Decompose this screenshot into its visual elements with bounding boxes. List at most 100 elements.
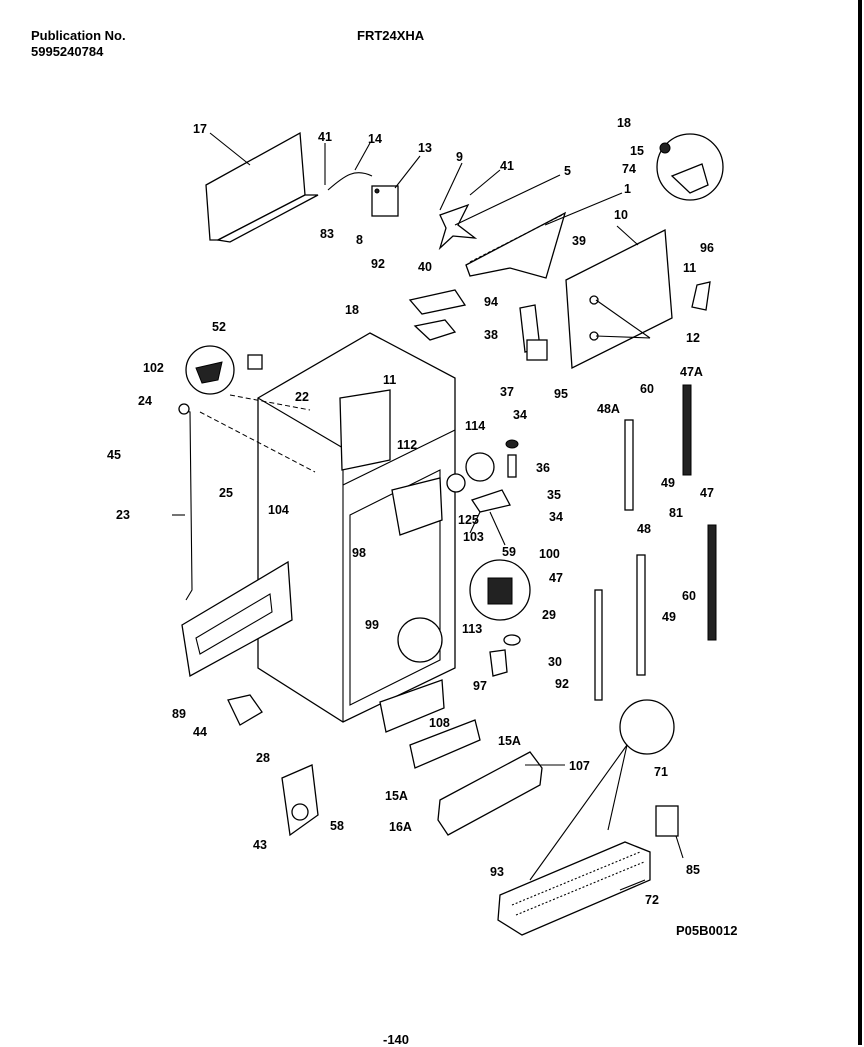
callout-c112: 112 — [397, 438, 417, 452]
callout-c5: 5 — [564, 164, 571, 178]
page-number-fragment: -140 — [383, 1032, 410, 1047]
leader-13 — [394, 155, 421, 189]
leader-72 — [619, 879, 646, 891]
callout-c113: 113 — [462, 622, 482, 636]
part-13-screw — [374, 188, 380, 194]
callout-c59: 59 — [502, 545, 516, 559]
part-89-cover — [181, 560, 293, 678]
callout-c29: 29 — [542, 608, 556, 622]
part-35-bracket — [470, 489, 511, 513]
callout-c23: 23 — [116, 508, 130, 522]
part-48-trim — [636, 554, 646, 676]
leader-9 — [439, 162, 463, 211]
part-47-trim-b — [594, 589, 603, 701]
callout-c49a: 49 — [661, 476, 675, 490]
callout-c52: 52 — [212, 320, 226, 334]
part-72-grille — [497, 841, 651, 936]
callout-c15Aa: 15A — [498, 734, 521, 748]
part-5-fins — [469, 214, 563, 263]
part-44 — [227, 694, 263, 726]
part-23-rod — [179, 409, 193, 601]
callout-c15: 15 — [630, 144, 644, 158]
part-43-wheel — [291, 803, 309, 821]
part-14-tube — [327, 172, 373, 191]
part-108-frame — [409, 719, 481, 769]
part-72-slots-b — [515, 861, 645, 916]
assembly-line-hinge — [199, 411, 316, 473]
callout-c10: 10 — [614, 208, 628, 222]
part-48A-trim — [624, 419, 634, 511]
callout-c47A: 47A — [680, 365, 703, 379]
callout-c39: 39 — [572, 234, 586, 248]
callout-c36: 36 — [536, 461, 550, 475]
part-74-light-shield — [670, 163, 709, 194]
leader-12a — [595, 299, 651, 339]
leader-41b — [469, 169, 501, 196]
part-72-slots — [511, 851, 641, 906]
callout-c22: 22 — [295, 390, 309, 404]
callout-c14: 14 — [368, 132, 382, 146]
callout-c125: 125 — [458, 513, 479, 527]
part-5-evaporator — [465, 211, 567, 279]
callout-c99: 99 — [365, 618, 379, 632]
callout-c15Ab: 15A — [385, 789, 408, 803]
callout-c93: 93 — [490, 865, 504, 879]
part-cabinet-liner — [257, 332, 456, 723]
callout-c85: 85 — [686, 863, 700, 877]
callout-c25: 25 — [219, 486, 233, 500]
callout-c98: 98 — [352, 546, 366, 560]
callout-c103: 103 — [463, 530, 484, 544]
callout-c13: 13 — [418, 141, 432, 155]
callout-c35: 35 — [547, 488, 561, 502]
part-34-washer — [505, 439, 519, 449]
part-9-fan — [438, 203, 478, 251]
callout-c34b: 34 — [549, 510, 563, 524]
callout-c71: 71 — [654, 765, 668, 779]
callout-c17: 17 — [193, 122, 207, 136]
callout-c102: 102 — [143, 361, 164, 375]
part-85 — [655, 805, 679, 837]
callout-c34a: 34 — [513, 408, 527, 422]
callout-c97: 97 — [473, 679, 487, 693]
callout-c114: 114 — [465, 419, 485, 433]
leader-14 — [354, 142, 371, 171]
figure-code: P05B0012 — [676, 923, 738, 938]
callout-c18b: 18 — [345, 303, 359, 317]
callout-c96: 96 — [700, 241, 714, 255]
callout-c1: 1 — [624, 182, 631, 196]
callout-c18a: 18 — [617, 116, 631, 130]
callout-c107: 107 — [569, 759, 590, 773]
part-47A-trim — [682, 384, 692, 476]
callout-c81: 81 — [669, 506, 683, 520]
callout-c24: 24 — [138, 394, 152, 408]
part-36-pin — [507, 454, 517, 478]
callout-c47a: 47 — [700, 486, 714, 500]
part-16-bulb — [659, 142, 671, 154]
leader-12b — [595, 335, 651, 339]
part-102-hinge — [195, 361, 223, 384]
callout-c30: 30 — [548, 655, 562, 669]
part-100-switch — [487, 577, 513, 605]
model-number: FRT24XHA — [357, 28, 425, 43]
leader-17 — [209, 132, 251, 166]
detail-circle-114 — [465, 452, 495, 482]
part-43-roller — [281, 764, 319, 837]
part-47-trim — [707, 524, 717, 641]
part-52 — [247, 354, 263, 370]
callout-c83: 83 — [320, 227, 334, 241]
callout-c94: 94 — [484, 295, 498, 309]
callout-c95: 95 — [554, 387, 568, 401]
leader-1 — [544, 192, 623, 226]
part-shapes — [178, 131, 724, 936]
callout-c9: 9 — [456, 150, 463, 164]
callout-c60a: 60 — [640, 382, 654, 396]
part-10-panel — [565, 228, 673, 370]
callout-c38: 38 — [484, 328, 498, 342]
callout-c40: 40 — [418, 260, 432, 274]
part-11-control-housing — [339, 389, 391, 471]
part-40-bracket — [408, 289, 467, 315]
part-95-clip — [526, 339, 548, 361]
leader-59a — [469, 511, 481, 534]
